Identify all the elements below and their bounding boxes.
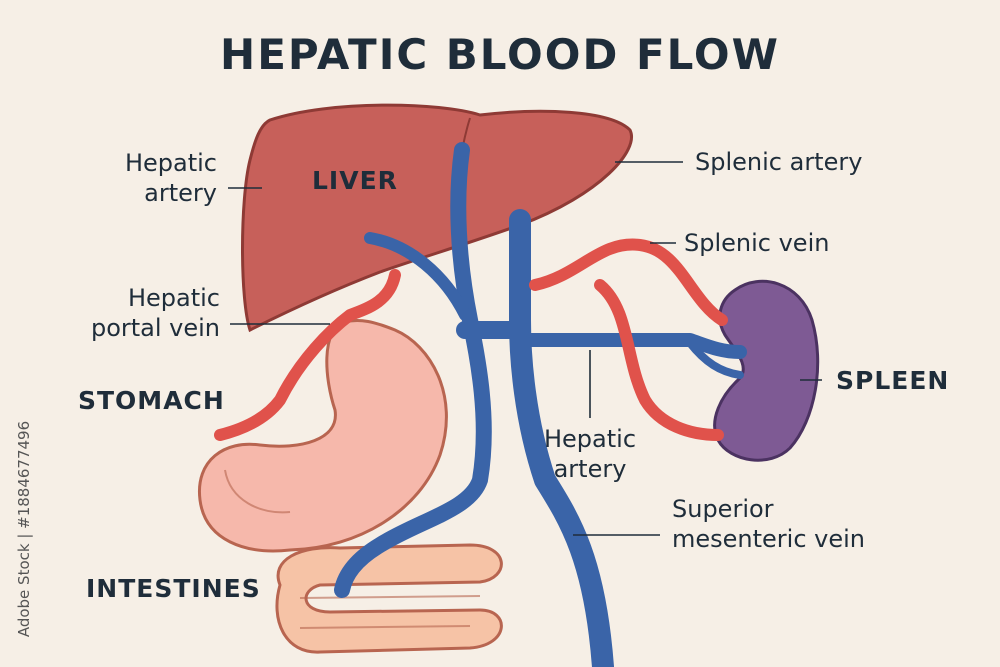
organ-label-intestines: INTESTINES <box>86 574 261 603</box>
label-superior-mesenteric-vein: Superior mesenteric vein <box>672 494 865 554</box>
portal-vein-system <box>334 142 747 667</box>
leader-lines <box>228 161 822 536</box>
organ-label-spleen: SPLEEN <box>836 366 950 395</box>
label-line: portal vein <box>90 314 220 342</box>
label-line: artery <box>144 179 217 207</box>
label-line: Hepatic <box>127 284 220 312</box>
label-line: artery <box>553 455 627 483</box>
label-hepatic-artery-center: Hepatic artery <box>540 424 640 484</box>
intestines-shape <box>275 543 503 654</box>
organ-label-liver: LIVER <box>312 166 398 195</box>
liver-shape <box>241 103 633 333</box>
watermark-text: Adobe Stock | #1884677496 <box>15 420 33 638</box>
stomach-shape <box>197 318 448 553</box>
label-hepatic-artery-left: Hepatic artery <box>95 148 217 208</box>
label-splenic-artery: Splenic artery <box>695 148 863 176</box>
label-hepatic-portal-vein: Hepatic portal vein <box>70 283 220 343</box>
arterial-system <box>214 238 728 441</box>
label-line: Superior <box>672 495 774 523</box>
diagram-title: HEPATIC BLOOD FLOW <box>220 30 780 79</box>
stock-watermark: Adobe Stock | #1884677496 <box>4 420 33 660</box>
label-line: Hepatic <box>124 149 217 177</box>
organ-label-stomach: STOMACH <box>78 386 225 415</box>
label-line: mesenteric vein <box>672 525 866 553</box>
label-line: Hepatic <box>543 425 637 453</box>
label-splenic-vein: Splenic vein <box>684 229 830 257</box>
spleen-shape <box>713 279 820 462</box>
